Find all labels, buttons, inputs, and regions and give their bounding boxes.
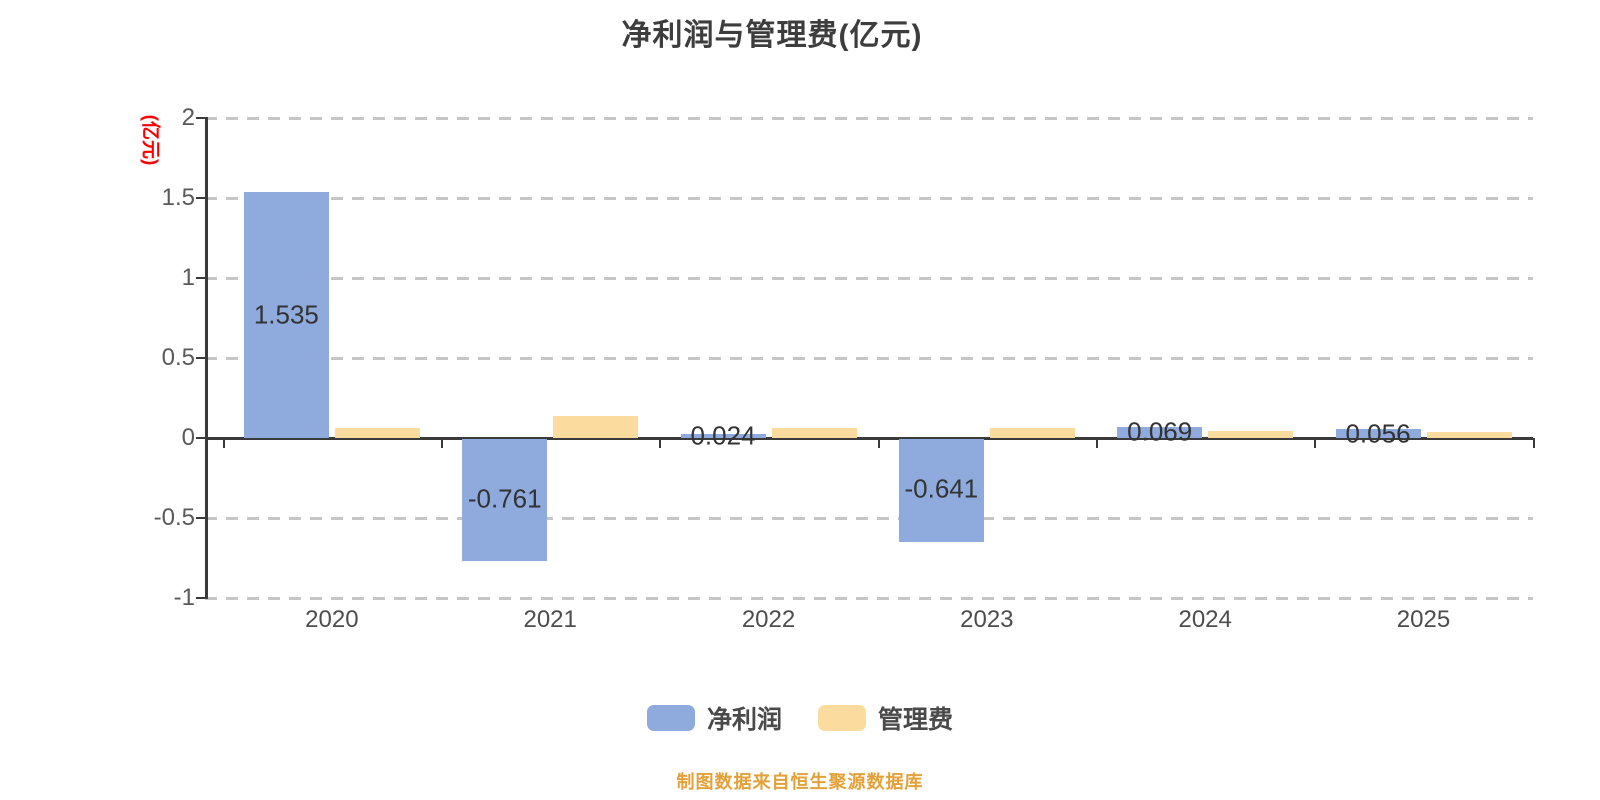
net-profit-bar-2025 — [1335, 429, 1421, 438]
net-profit-legend-swatch — [646, 705, 695, 731]
gridline-y--0.5 — [205, 517, 1533, 520]
net-profit-value-label-2022: 0.024 — [690, 420, 756, 451]
y-tick-mark-0.5 — [196, 357, 205, 359]
mgmt-fee-legend-swatch — [818, 705, 866, 731]
net-profit-value-label-2021: -0.761 — [467, 483, 542, 514]
gridline-y-2 — [205, 117, 1533, 120]
y-tick-label-1: 1 — [181, 264, 195, 291]
mgmt-fee-legend-label: 管理费 — [878, 706, 954, 734]
mgmt-fee-bar-2025 — [1426, 431, 1512, 438]
y-tick-label--1: -1 — [173, 584, 195, 611]
x-tick-mark-1 — [441, 438, 444, 448]
x-tick-mark-2 — [659, 438, 662, 448]
y-tick-mark-2 — [196, 117, 205, 119]
legend-item-net-profit: 净利润 — [646, 700, 782, 736]
y-axis-line — [205, 117, 208, 599]
net-profit-legend-label: 净利润 — [706, 706, 782, 734]
net-profit-bar-2021 — [462, 439, 548, 561]
gridline-y-1.5 — [205, 197, 1533, 200]
net-profit-bar-2022 — [680, 434, 766, 438]
mgmt-fee-bar-2020 — [334, 428, 420, 438]
x-axis-line — [205, 437, 1533, 440]
x-tick-label-2022: 2022 — [741, 606, 796, 633]
gridline-y-1 — [205, 277, 1533, 280]
net-profit-value-label-2024: 0.069 — [1127, 416, 1193, 447]
y-tick-mark--0.5 — [196, 517, 205, 519]
net-profit-value-label-2025: 0.056 — [1345, 418, 1411, 449]
x-tick-label-2025: 2025 — [1396, 606, 1451, 633]
x-tick-label-2020: 2020 — [305, 606, 359, 633]
net-profit-bar-2024 — [1117, 426, 1203, 438]
y-tick-label--0.5: -0.5 — [153, 504, 195, 531]
gridline-y-0.5 — [205, 357, 1533, 360]
x-tick-label-2021: 2021 — [523, 606, 577, 633]
mgmt-fee-bar-2022 — [771, 428, 857, 438]
x-tick-mark-4 — [1096, 438, 1099, 448]
y-tick-label-0: 0 — [181, 424, 195, 451]
x-tick-mark-6 — [1532, 438, 1535, 448]
x-tick-mark-3 — [877, 438, 880, 448]
gridline-y--1 — [205, 597, 1533, 600]
legend: 净利润 管理费 — [0, 700, 1600, 736]
data-source-note: 制图数据来自恒生聚源数据库 — [676, 772, 924, 792]
y-tick-mark-1.5 — [196, 197, 205, 199]
y-tick-label-2: 2 — [181, 104, 195, 131]
chart-title: 净利润与管理费(亿元) — [621, 19, 923, 52]
mgmt-fee-bar-2024 — [1208, 430, 1294, 438]
mgmt-fee-bar-2023 — [989, 427, 1075, 438]
x-tick-mark-5 — [1314, 438, 1317, 448]
legend-item-mgmt-fee: 管理费 — [818, 700, 953, 736]
x-tick-label-2024: 2024 — [1178, 606, 1232, 633]
y-tick-mark--1 — [196, 597, 205, 599]
net-profit-value-label-2023: -0.641 — [904, 473, 979, 504]
y-tick-mark-1 — [196, 277, 205, 279]
net-profit-value-label-2020: 1.535 — [253, 299, 319, 330]
mgmt-fee-bar-2021 — [553, 415, 639, 438]
x-tick-mark-0 — [222, 438, 225, 448]
net-profit-bar-2023 — [898, 439, 984, 542]
x-tick-label-2023: 2023 — [960, 606, 1014, 633]
y-tick-label-1.5: 1.5 — [161, 184, 195, 211]
y-tick-mark-0 — [196, 437, 205, 439]
y-tick-label-0.5: 0.5 — [161, 344, 195, 371]
net-profit-bar-2020 — [243, 192, 329, 438]
